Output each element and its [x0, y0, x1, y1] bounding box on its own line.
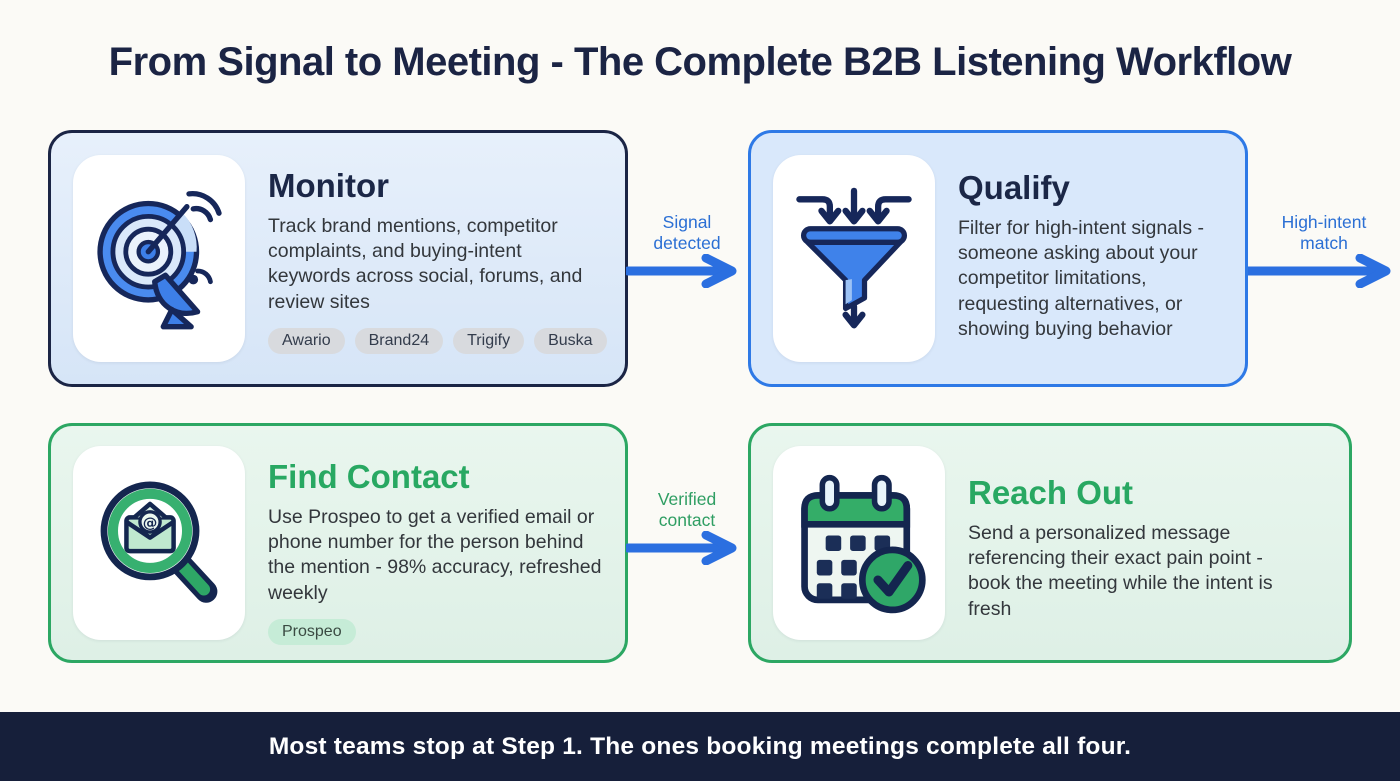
tag-brand24: Brand24	[354, 328, 444, 355]
find-contact-tags: Prospeo	[268, 619, 603, 646]
card-qualify-description: Filter for high-intent signals - someone…	[958, 216, 1205, 341]
arrow-signal-detected: Signal detected	[626, 212, 748, 289]
find-contact-icon-box: @	[73, 446, 245, 640]
arrow-signal-detected-label: Signal detected	[653, 212, 721, 253]
tag-awario: Awario	[268, 328, 345, 355]
svg-text:@: @	[143, 514, 158, 531]
arrow-verified-contact-label: Verified contact	[657, 489, 717, 530]
card-monitor: Monitor Track brand mentions, competitor…	[48, 130, 628, 387]
card-reach-out-description: Send a personalized message referencing …	[968, 521, 1273, 620]
right-arrow-icon	[1248, 254, 1391, 289]
footer-bar: Most teams stop at Step 1. The ones book…	[0, 712, 1400, 781]
monitor-tags: Awario Brand24 Trigify Buska	[268, 328, 607, 355]
card-monitor-description: Track brand mentions, competitor complai…	[268, 214, 583, 313]
card-qualify: Qualify Filter for high-intent signals -…	[748, 130, 1248, 387]
right-arrow-icon	[626, 531, 737, 566]
qualify-icon-box	[773, 155, 935, 362]
card-reach-out-title: Reach Out	[968, 474, 1134, 511]
tag-buska: Buska	[534, 328, 607, 355]
reach-out-icon-box	[773, 446, 945, 640]
arrow-high-intent-match: High-intent match	[1248, 212, 1400, 289]
email-search-icon: @	[91, 468, 227, 619]
radar-icon	[93, 181, 225, 336]
arrow-high-intent-match-label: High-intent match	[1281, 212, 1367, 253]
card-find-contact: @ Find Contact Use Prospeo to get a veri…	[48, 423, 628, 663]
card-qualify-title: Qualify	[958, 169, 1070, 206]
card-reach-out: Reach Out Send a personalized message re…	[748, 423, 1352, 663]
footer-note: Most teams stop at Step 1. The ones book…	[268, 732, 1132, 760]
right-arrow-icon	[626, 254, 737, 289]
page-title: From Signal to Meeting - The Complete B2…	[108, 40, 1292, 84]
arrow-verified-contact: Verified contact	[626, 489, 748, 566]
tag-trigify: Trigify	[453, 328, 525, 355]
card-monitor-title: Monitor	[268, 167, 389, 204]
monitor-icon-box	[73, 155, 245, 362]
tag-prospeo: Prospeo	[268, 619, 356, 646]
funnel-icon	[791, 182, 917, 335]
calendar-check-icon	[789, 466, 929, 621]
card-find-contact-title: Find Contact	[268, 458, 470, 495]
card-find-contact-description: Use Prospeo to get a verified email or p…	[268, 505, 602, 604]
